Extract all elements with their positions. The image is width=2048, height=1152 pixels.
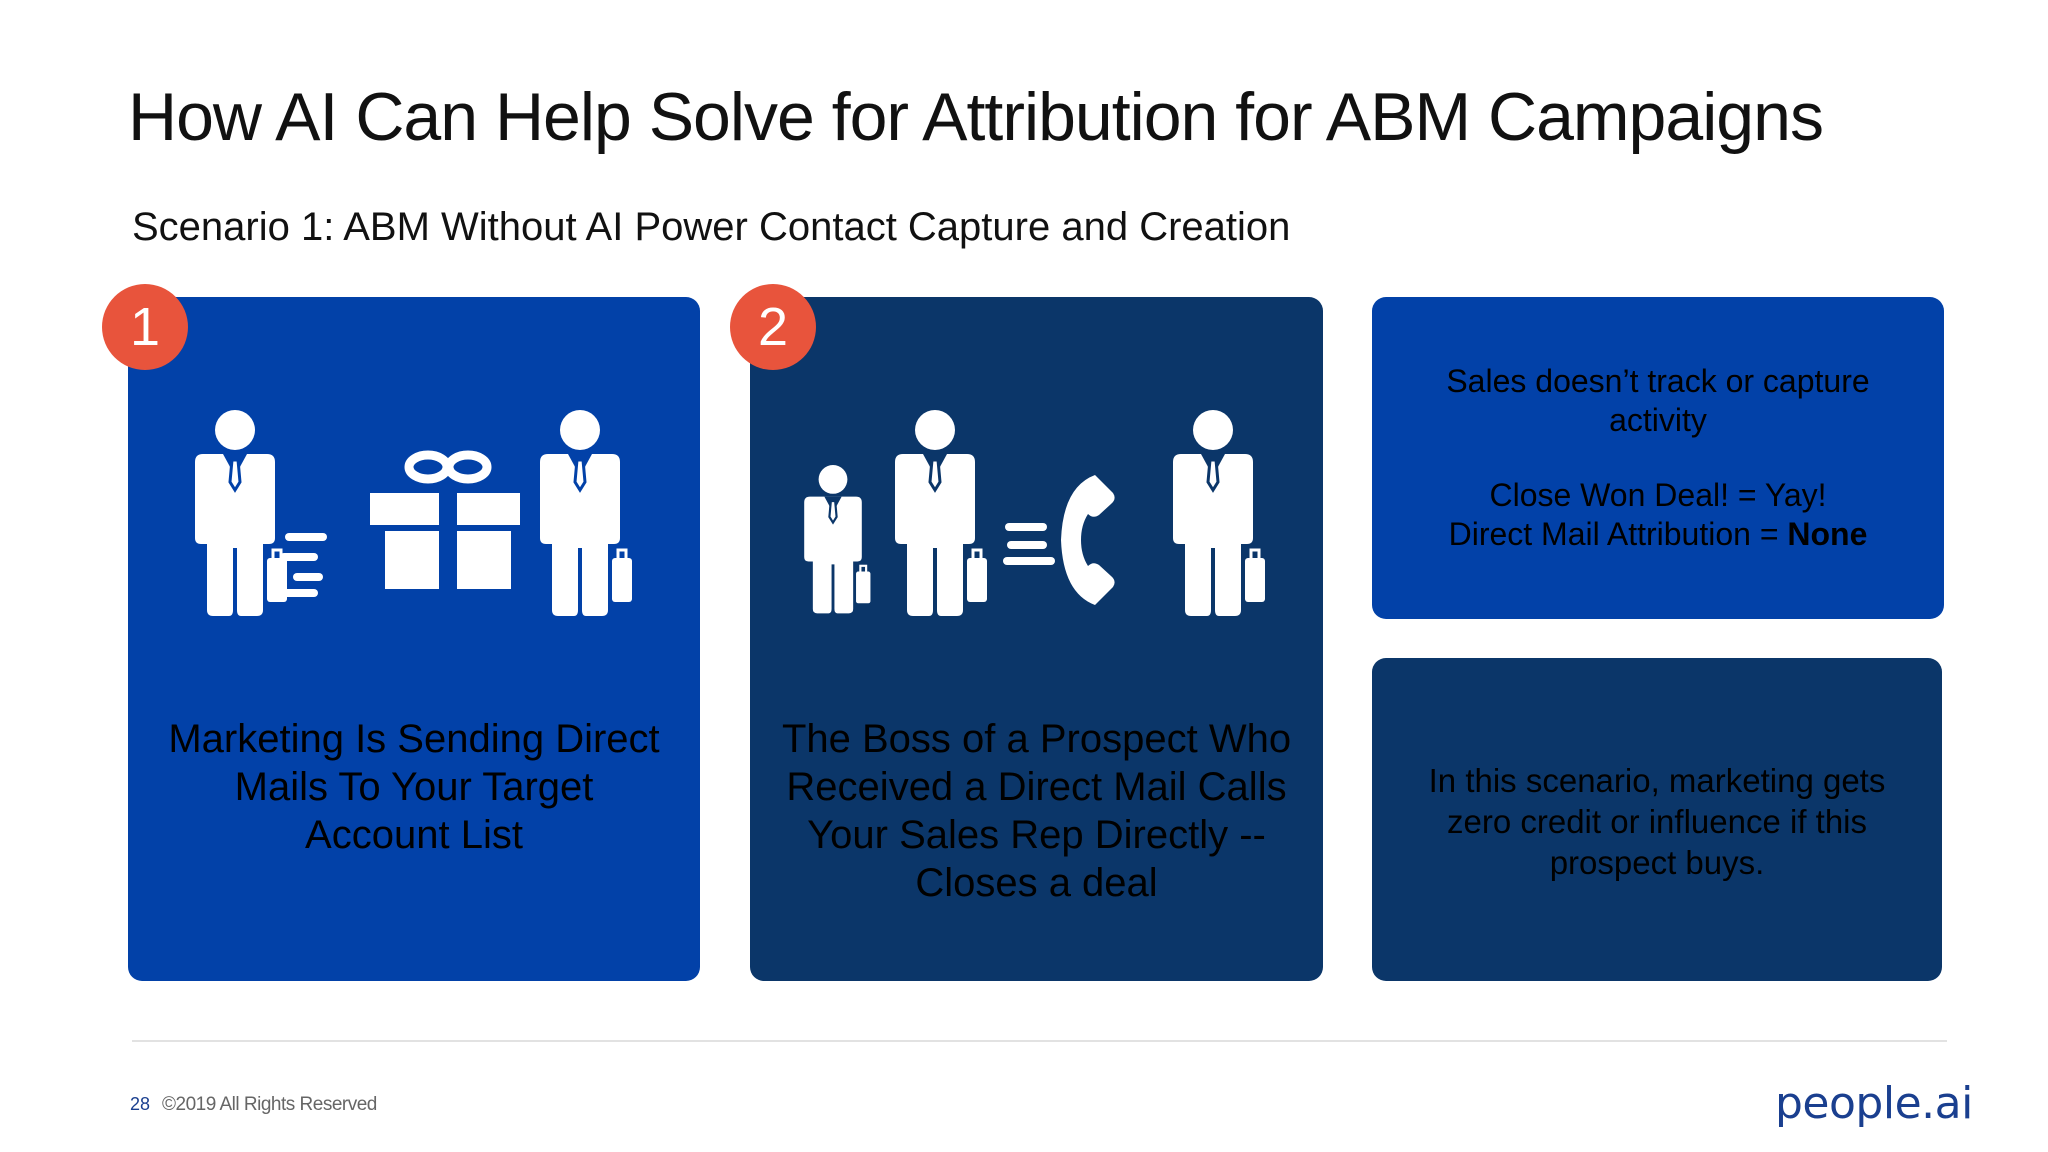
card-boss-calls <box>750 297 1323 981</box>
phone-call-illustration <box>803 408 1267 618</box>
sending-gift-illustration <box>193 408 634 618</box>
page-number: 28 <box>130 1094 151 1114</box>
motion-lines-icon <box>1003 523 1055 565</box>
businessman-icon <box>1171 408 1267 618</box>
footer-divider <box>132 1040 1947 1042</box>
copyright-text: ©2019 All Rights Reserved <box>162 1094 377 1115</box>
step-badge-2: 2 <box>730 284 816 370</box>
card-2-text: The Boss of a Prospect Who Received a Di… <box>781 717 1292 905</box>
slide-subtitle: Scenario 1: ABM Without AI Power Contact… <box>132 205 1291 249</box>
scenario-summary-text: In this scenario, marketing gets zero cr… <box>1428 762 1886 881</box>
attribution-value: None <box>1787 516 1868 552</box>
gift-icon <box>370 450 520 595</box>
businessman-icon <box>538 408 634 618</box>
card-scenario-summary <box>1372 658 1942 981</box>
card-1-text: Marketing Is Sending Direct Mails To You… <box>168 717 660 857</box>
slide-title: How AI Can Help Solve for Attribution fo… <box>128 79 1824 155</box>
card-sending-mail <box>128 297 700 981</box>
businessman-icon <box>193 408 289 618</box>
businessman-icon <box>803 463 872 615</box>
motion-lines-icon <box>273 533 327 597</box>
card-sales-tracking <box>1372 297 1944 619</box>
phone-icon <box>1061 475 1115 605</box>
sales-tracking-text: Sales doesn’t track or capture activity … <box>1446 363 1870 552</box>
businessman-icon <box>893 408 989 618</box>
step-badge-1: 1 <box>102 284 188 370</box>
brand-logo: people.ai <box>1775 1078 1973 1129</box>
